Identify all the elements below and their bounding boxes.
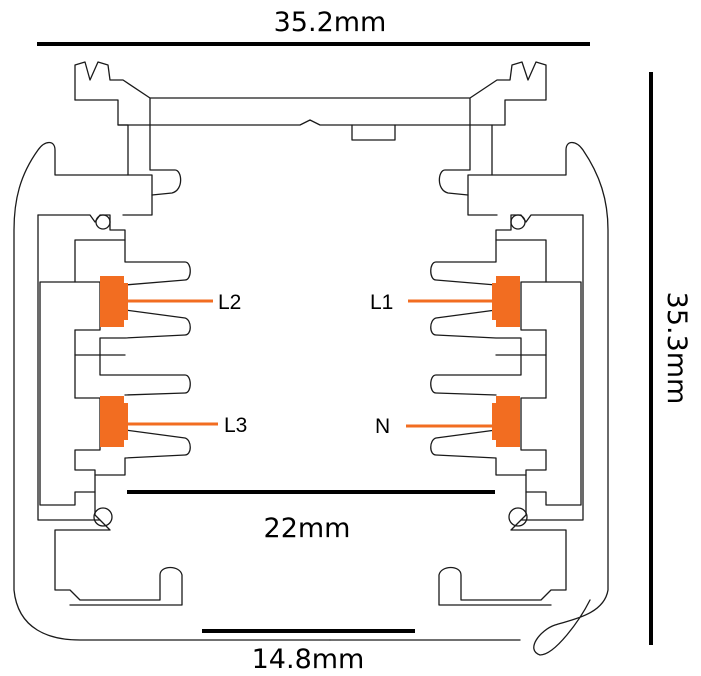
slot-width-label: 14.8mm: [252, 644, 365, 675]
conductor-n: [406, 396, 520, 447]
conductor-label-n: N: [375, 415, 390, 438]
conductor-l3: [100, 396, 218, 447]
conductor-label-l2: L2: [218, 291, 241, 314]
right-height-label: 35.3mm: [661, 292, 692, 405]
conductor-l2: [100, 276, 213, 327]
conductor-l1: [408, 276, 520, 327]
conductor-label-l1: L1: [370, 291, 393, 314]
right-chamber-outline: [430, 214, 584, 606]
inner-width-label: 22mm: [264, 513, 351, 544]
track-outline: [13, 61, 609, 656]
left-chamber-outline: [37, 214, 191, 606]
conductor-label-l3: L3: [224, 414, 247, 437]
top-width-label: 35.2mm: [274, 7, 387, 38]
